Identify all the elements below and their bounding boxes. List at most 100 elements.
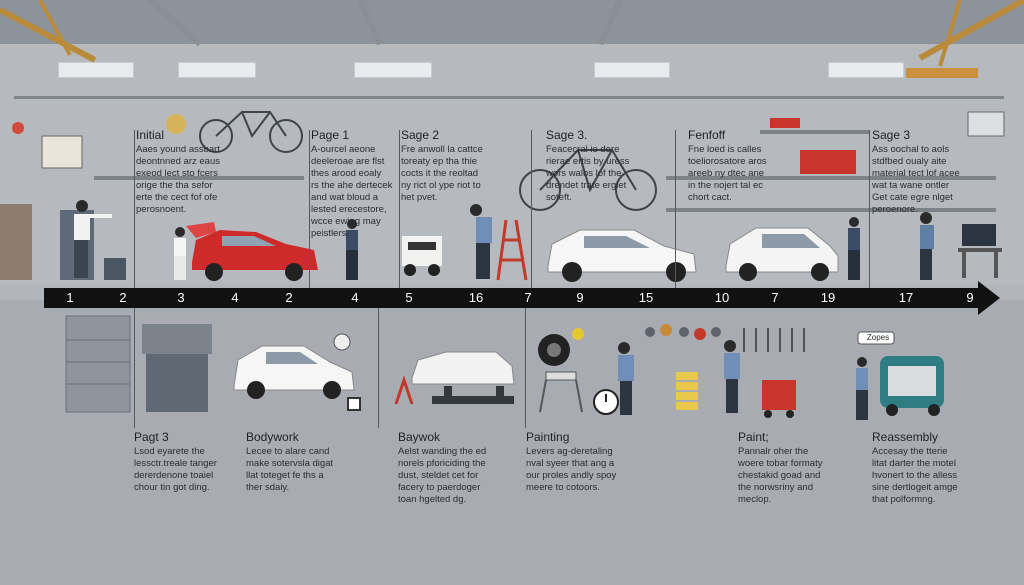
timeline-number: 4 — [351, 290, 359, 305]
stage-description: A-ourcel aeone deeleroae are flst thes a… — [311, 144, 393, 239]
wall-sign — [12, 111, 1005, 169]
white-hatchback-repair — [233, 333, 361, 411]
stage-title: Bodywork — [246, 430, 299, 444]
red-toolbox — [770, 118, 856, 174]
stage-description: Fne loed is calles toeliorosatore aros a… — [688, 144, 767, 203]
timeline-number: 19 — [820, 290, 836, 305]
stage-description: Feacecral io dore rierae ertis by uress … — [546, 144, 630, 203]
stage-annotation: Page 1 A-ourcel aeone deeleroae are flst… — [311, 128, 401, 240]
stage-annotation: Bodywork Lecee to alare cand make soterv… — [246, 430, 374, 494]
stage-annotation: Sage 3. Feacecral io dore rierae ertis b… — [546, 128, 672, 204]
stage-title: Paint; — [738, 430, 769, 444]
mechanic-figure — [848, 217, 860, 280]
stage-description: Levers ag-deretaling nval syeer that ang… — [526, 446, 617, 493]
callout-line — [378, 308, 379, 428]
stage-annotation: Sage 2 Fre anwoll la cattce toreaty ep t… — [401, 128, 529, 204]
stage-description: Lecee to alare cand make sotervsla digat… — [246, 446, 334, 493]
pickup-truck — [402, 236, 442, 276]
timeline-number: 2 — [119, 290, 127, 305]
stage-description: Accesay the tterie litat darter the mote… — [872, 446, 958, 505]
ceiling-lamp — [178, 62, 256, 78]
monitor-icon — [958, 224, 1002, 278]
ceiling-lamp — [354, 62, 432, 78]
stage-title: Pagt 3 — [134, 430, 169, 444]
white-hatchback — [547, 229, 697, 282]
timeline-number: 16 — [468, 290, 484, 305]
red-compressor — [762, 380, 796, 418]
stage-title: Reassembly — [872, 430, 939, 444]
timeline-number: 1 — [66, 290, 74, 305]
stage-title: Baywok — [398, 430, 441, 444]
ceiling-lamp — [58, 62, 134, 78]
mechanic-figure — [470, 204, 492, 279]
stage-annotation: Painting Levers ag-deretaling nval syeer… — [526, 430, 656, 494]
stage-annotation: Fenfoff Fne loed is calles toeliorosator… — [688, 128, 808, 204]
stage-annotation: Initial Aaes yound assbart deontnned arz… — [136, 128, 306, 216]
callout-line — [399, 130, 400, 288]
timeline-number: 9 — [576, 290, 584, 305]
timeline-number: 10 — [714, 290, 730, 305]
mechanic-figure — [920, 212, 934, 280]
stage-description: Aelst wanding the ed norels pforiciding … — [398, 446, 487, 505]
callout-line — [134, 308, 135, 428]
timeline-bar — [44, 288, 980, 308]
car-on-lift — [394, 351, 515, 405]
timeline-number: 7 — [524, 290, 532, 305]
stage-annotation: Reassembly Accesay the tterie litat dart… — [872, 430, 1000, 506]
mechanic-figure — [724, 340, 740, 413]
stage-description: Aaes yound assbart deontnned arz eaus ex… — [136, 144, 220, 215]
callout-line — [531, 130, 532, 288]
ladder-icon — [496, 219, 528, 281]
timeline-number: 7 — [771, 290, 779, 305]
hanging-tools — [645, 324, 721, 340]
open-car-reassembly — [857, 331, 944, 416]
tool-cabinet — [65, 315, 212, 413]
callout-line — [309, 130, 310, 288]
stage-annotation: Pagt 3 Lsod eyarete the lessctr.treale t… — [134, 430, 244, 494]
timeline-number: 4 — [231, 290, 239, 305]
mechanic-figure — [74, 200, 112, 278]
wall-shelf — [666, 208, 996, 212]
timeline-number: 5 — [405, 290, 413, 305]
mechanic-figure — [856, 357, 868, 420]
stage-description: Ass oochal to aols stdfbed oualy aite ma… — [872, 144, 960, 215]
white-hatchback — [725, 227, 839, 281]
wall-pipe — [14, 96, 1004, 99]
callout-line — [869, 130, 870, 288]
ceiling-lamp — [828, 62, 904, 78]
callout-line — [675, 130, 676, 288]
wall-shelf — [94, 176, 304, 180]
stage-title: Initial — [136, 128, 165, 142]
stage-description: Pannalr oher the woere tobar formaty che… — [738, 446, 823, 505]
timeline-number: 3 — [177, 290, 185, 305]
stage-title: Sage 3. — [546, 128, 588, 142]
stage-description: Fre anwoll la cattce toreaty ep tha thie… — [401, 144, 483, 203]
ceiling-lamp — [594, 62, 670, 78]
timeline-number: 17 — [898, 290, 914, 305]
bicycle-icon — [519, 149, 657, 211]
red-hatchback — [186, 222, 318, 281]
mechanic-figure — [346, 219, 358, 280]
callout-line — [134, 130, 135, 288]
timeline-number: 9 — [966, 290, 974, 305]
stage-title: Page 1 — [311, 128, 350, 142]
stage-title: Sage 3 — [872, 128, 911, 142]
tool-rack — [743, 328, 805, 352]
stage-annotation: Baywok Aelst wanding the ed norels pfori… — [398, 430, 522, 506]
tire-machine — [538, 328, 584, 413]
stage-description: Lsod eyarete the lessctr.treale tanger d… — [134, 446, 217, 493]
timeline-arrow-icon — [978, 281, 1000, 315]
stage-annotation: Sage 3 Ass oochal to aols stdfbed oualy … — [872, 128, 998, 216]
ceiling-truss — [0, 0, 1024, 78]
mechanic-figure — [174, 227, 186, 280]
timeline-number: 15 — [638, 290, 654, 305]
callout-line — [525, 308, 526, 428]
stage-title: Sage 2 — [401, 128, 440, 142]
stacked-buckets — [676, 372, 698, 410]
bicycle-icon — [199, 111, 303, 153]
mechanic-figure — [618, 342, 634, 415]
clock-icon — [593, 389, 619, 415]
timeline-number: 2 — [285, 290, 293, 305]
